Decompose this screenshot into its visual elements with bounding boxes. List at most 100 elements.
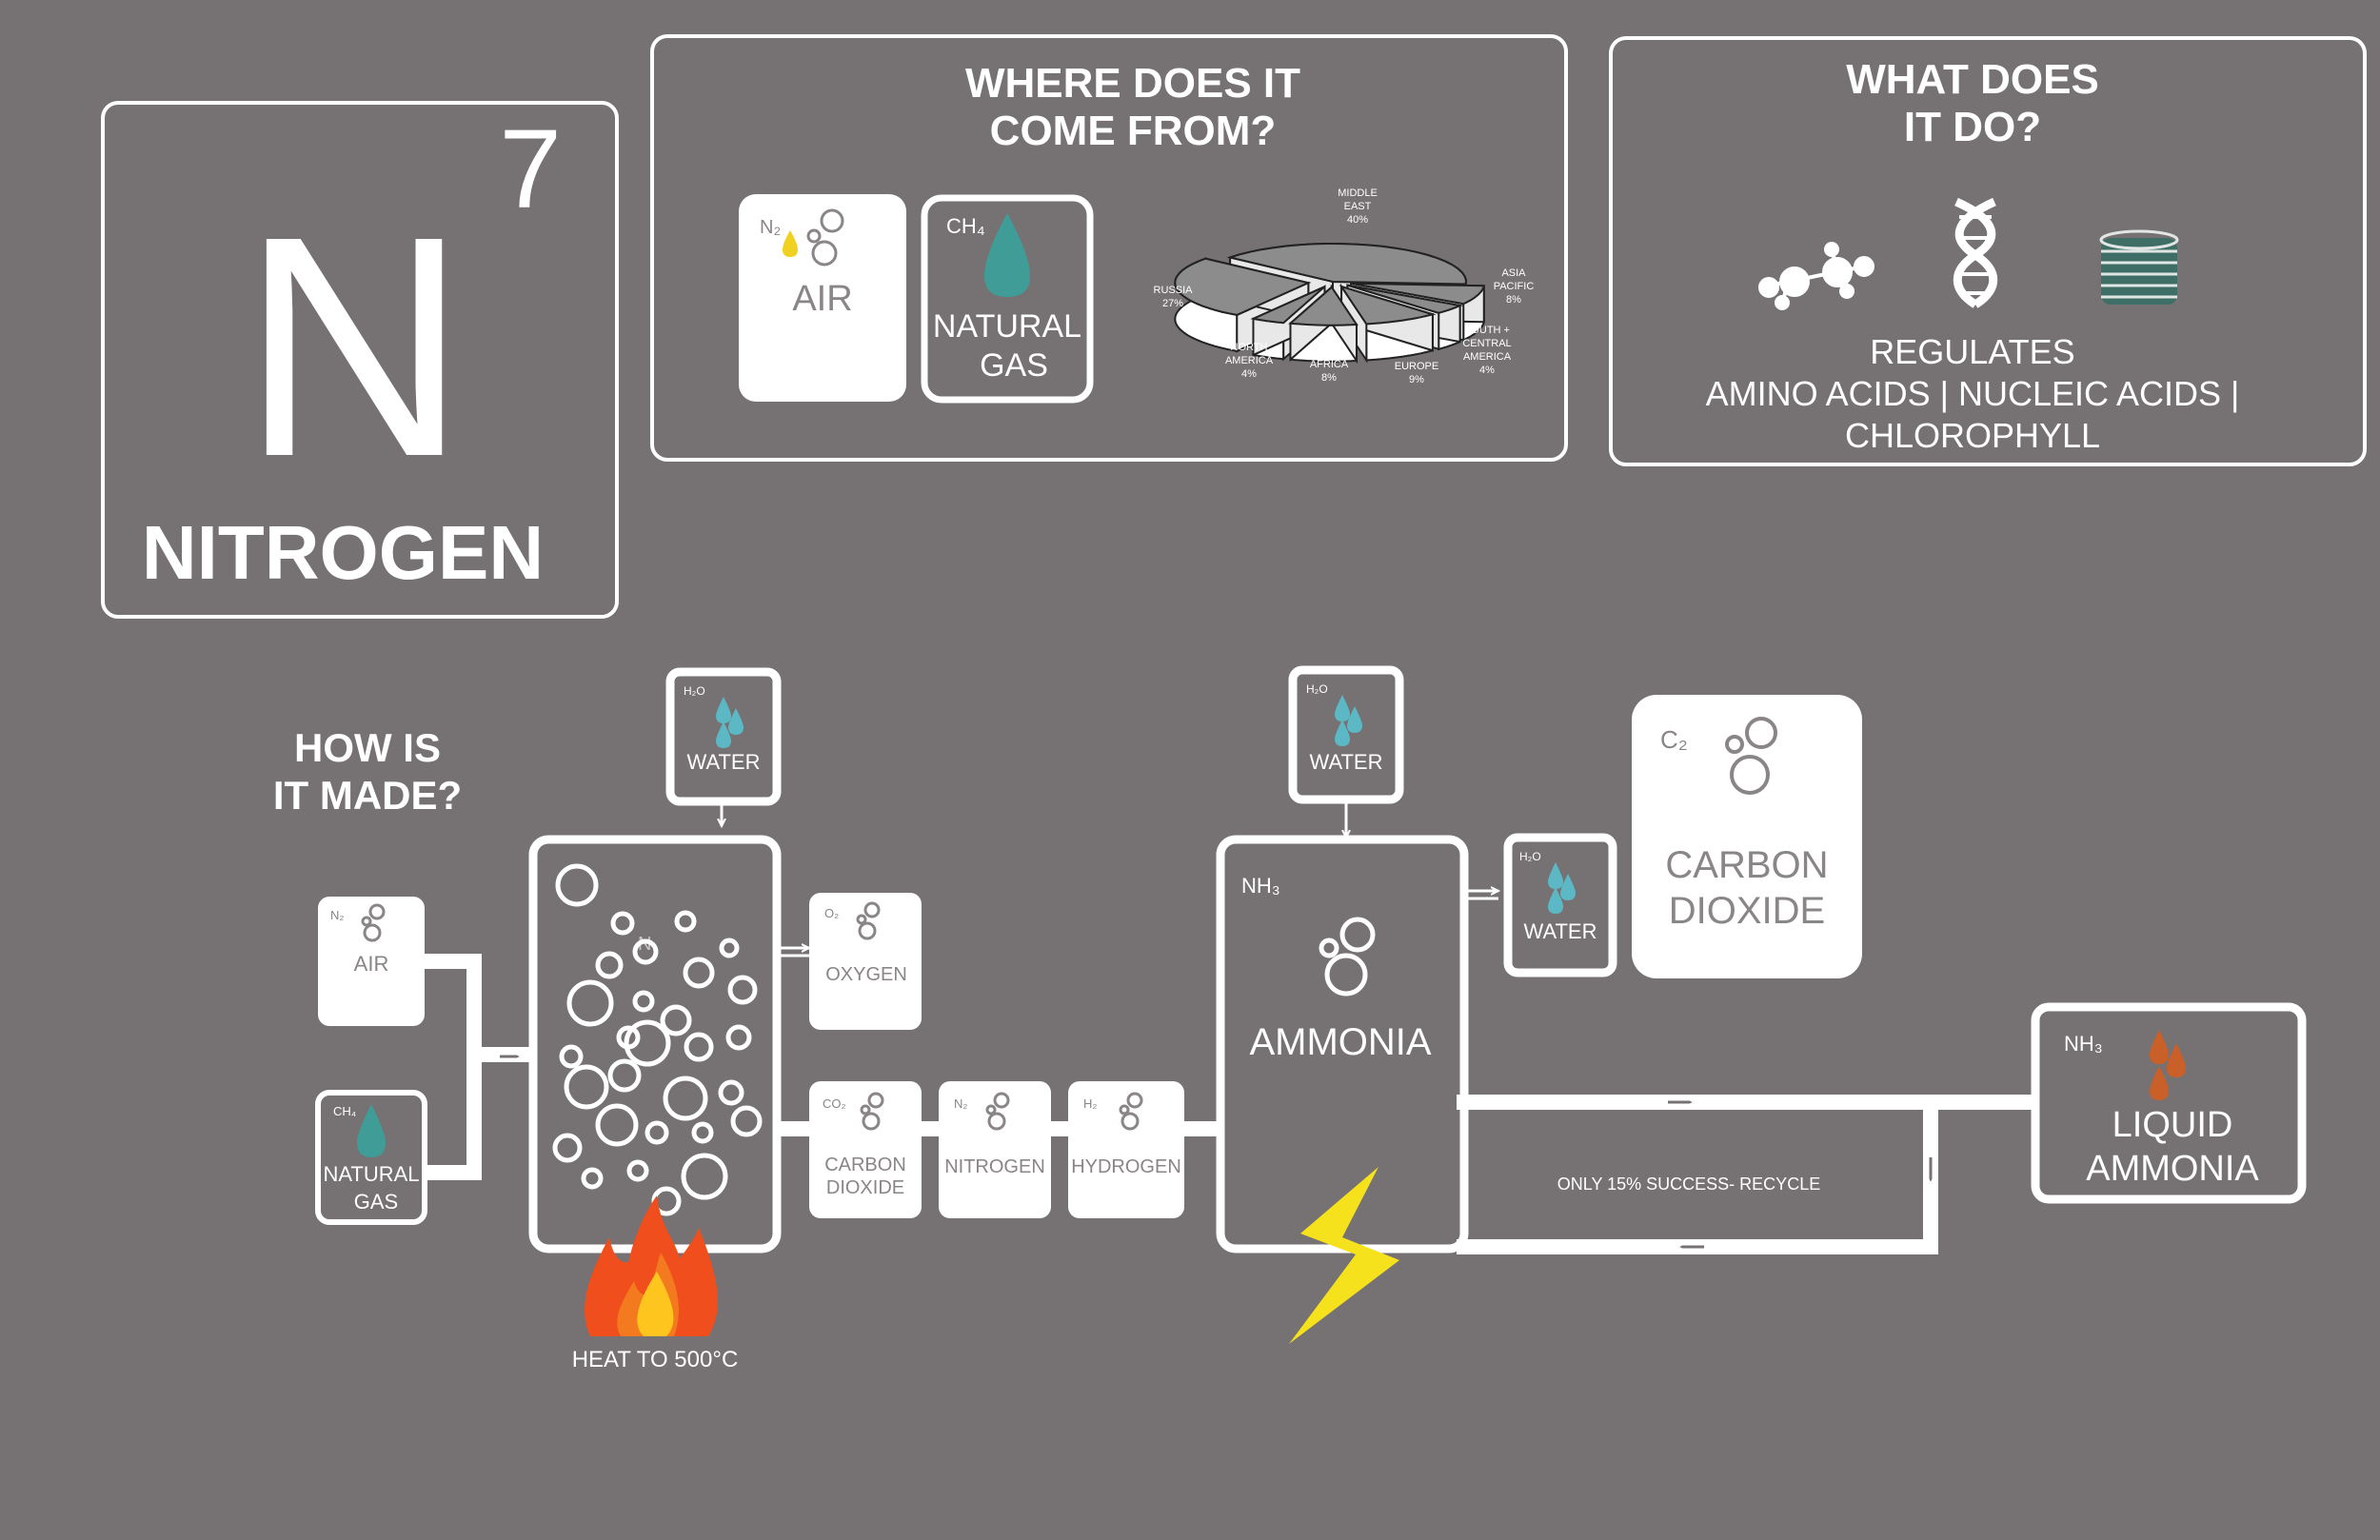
recycle-label: ONLY 15% SUCCESS- RECYCLE bbox=[1557, 1175, 1820, 1194]
water3-formula: H₂O bbox=[1519, 850, 1541, 863]
bubble-5 bbox=[683, 957, 715, 989]
bubble-9 bbox=[660, 1004, 692, 1037]
liquid-label-line2: AMMONIA bbox=[2086, 1149, 2259, 1189]
bubble-7 bbox=[566, 979, 614, 1027]
liquid-formula: NH₃ bbox=[2064, 1032, 2103, 1056]
element-tile-border bbox=[101, 101, 619, 619]
bubble-3 bbox=[595, 951, 624, 979]
bubble-26 bbox=[681, 1153, 728, 1200]
oxygen-label: OXYGEN bbox=[825, 964, 907, 985]
air-label: AIR bbox=[792, 279, 852, 319]
reserves-pie-chart bbox=[1174, 242, 1485, 365]
input-gas-card: CH₄ NATURAL GAS bbox=[315, 1090, 427, 1225]
pie-slice-africa bbox=[1288, 284, 1359, 365]
bubble-22 bbox=[691, 1121, 714, 1144]
gas-label-line2: GAS bbox=[980, 347, 1048, 384]
output-oxygen-card: O₂ OXYGEN bbox=[809, 893, 922, 1030]
bubble-12 bbox=[559, 1044, 584, 1069]
gas-drop-icon bbox=[357, 1104, 386, 1157]
liquid-border bbox=[2031, 1002, 2307, 1204]
water-drops-icon bbox=[716, 697, 744, 748]
ammonia-formula: NH₃ bbox=[1241, 874, 1280, 898]
bubble-21 bbox=[645, 1120, 669, 1145]
co2-card: CO₂ CARBON DIOXIDE bbox=[809, 1081, 922, 1218]
nitrogen-card: N₂ NITROGEN bbox=[939, 1081, 1051, 1218]
source-heading-line2: COME FROM? bbox=[990, 108, 1277, 154]
water1-formula: H₂O bbox=[684, 684, 705, 698]
carbon-label-line1: CARBON bbox=[1665, 844, 1828, 886]
water-drops-icon bbox=[1335, 695, 1362, 746]
source-heading-line1: WHERE DOES IT bbox=[965, 60, 1300, 107]
air-formula: N₂ bbox=[760, 217, 781, 238]
atomic-number: 7 bbox=[499, 107, 562, 232]
carbon-output-bg bbox=[1632, 695, 1862, 978]
water-output-card: H₂O WATER bbox=[1503, 833, 1617, 977]
element-tile: N 7 NITROGEN bbox=[101, 101, 619, 619]
bubble-20 bbox=[595, 1103, 639, 1147]
nitrogen-bg bbox=[939, 1081, 1051, 1218]
ammonia-reactor: NH₃ AMMONIA bbox=[1216, 835, 1469, 1254]
input-air-formula: N₂ bbox=[330, 908, 344, 922]
gas-drop-icon bbox=[984, 213, 1030, 297]
bubble-15 bbox=[725, 1024, 752, 1051]
input-gas-formula: CH₄ bbox=[333, 1104, 356, 1118]
function-line2: AMINO ACIDS | NUCLEIC ACIDS | bbox=[1706, 374, 2240, 413]
pie-slice-europe bbox=[1339, 283, 1437, 364]
source-air-card: N₂ AIR bbox=[739, 194, 906, 402]
molecule-icon bbox=[1758, 242, 1874, 310]
water1-border bbox=[665, 667, 782, 806]
bubble-25 bbox=[626, 1159, 649, 1182]
input-air-bg bbox=[318, 897, 425, 1026]
connector-pipes bbox=[425, 798, 2033, 1254]
oxygen-formula: O₂ bbox=[824, 906, 839, 920]
input-gas-label-line2: GAS bbox=[354, 1190, 398, 1214]
hydrogen-formula: H₂ bbox=[1083, 1096, 1097, 1111]
input-air-label: AIR bbox=[354, 952, 389, 976]
flame-icon bbox=[585, 1195, 718, 1336]
ammonia-label: AMMONIA bbox=[1249, 1021, 1431, 1063]
bubbles-icon bbox=[860, 1092, 884, 1131]
heat-label: HEAT TO 500°C bbox=[572, 1347, 739, 1372]
bubble-1 bbox=[610, 911, 635, 936]
hydrogen-bg bbox=[1068, 1081, 1184, 1218]
bubble-6 bbox=[719, 938, 740, 958]
function-panel-border bbox=[1609, 36, 2367, 466]
lightning-bolt-icon bbox=[1289, 1167, 1399, 1344]
element-symbol: N bbox=[241, 170, 467, 522]
co2-formula: CO₂ bbox=[823, 1096, 846, 1111]
function-heading-line2: IT DO? bbox=[1904, 104, 2041, 150]
bubbles-icon bbox=[361, 903, 386, 942]
reactor-formula: N bbox=[638, 934, 651, 955]
element-name: NITROGEN bbox=[142, 510, 544, 595]
bubbles-icon bbox=[985, 1092, 1010, 1131]
bubbles-icon bbox=[1725, 717, 1777, 795]
reactor-vessel: N bbox=[528, 835, 782, 1254]
bubble-27 bbox=[581, 1167, 604, 1190]
bubbles-icon bbox=[1319, 917, 1376, 997]
water2-border bbox=[1288, 665, 1404, 804]
bubble-17 bbox=[607, 1058, 642, 1093]
gas-label-line1: NATURAL bbox=[933, 308, 1081, 345]
gas-card-border bbox=[921, 194, 1094, 404]
input-gas-label-line1: NATURAL bbox=[323, 1162, 419, 1186]
bubble-18 bbox=[663, 1076, 708, 1121]
carbon-formula: C₂ bbox=[1660, 725, 1688, 754]
liquid-label-line1: LIQUID bbox=[2112, 1105, 2233, 1145]
process-heading-line1: HOW IS bbox=[294, 725, 441, 770]
ammonia-drops-icon bbox=[2150, 1030, 2186, 1100]
input-gas-border bbox=[315, 1090, 427, 1225]
bubble-24 bbox=[552, 1133, 583, 1163]
air-card-bg bbox=[739, 194, 906, 402]
water-input-card-2: H₂O WATER bbox=[1288, 665, 1404, 804]
input-air-card: N₂ AIR bbox=[318, 897, 425, 1026]
bubble-16 bbox=[564, 1064, 609, 1110]
function-heading-line1: WHAT DOES bbox=[1846, 56, 2099, 103]
water1-label: WATER bbox=[687, 750, 761, 774]
bubbles-icon bbox=[1119, 1092, 1143, 1131]
